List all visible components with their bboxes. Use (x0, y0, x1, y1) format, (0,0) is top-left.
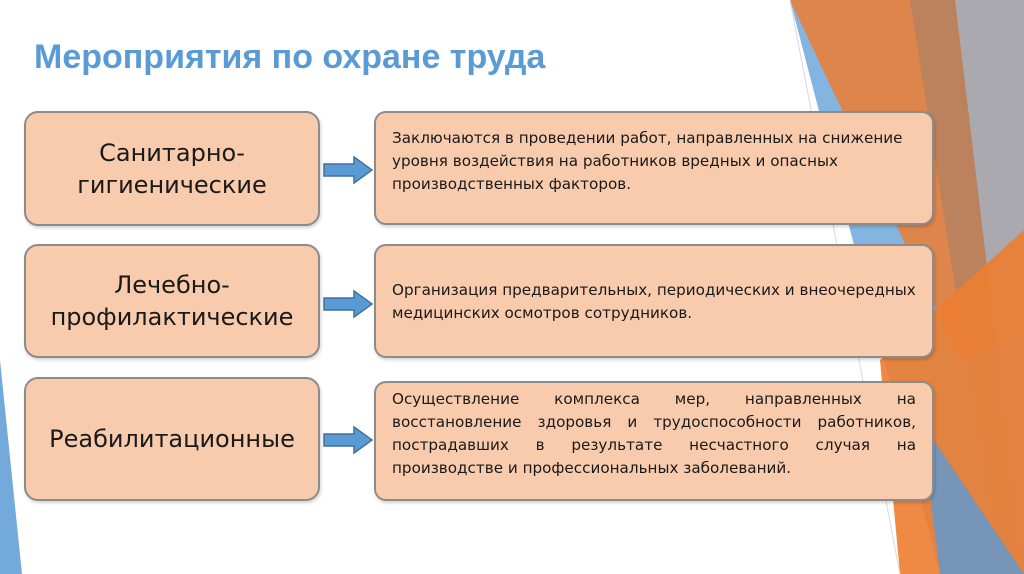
description-box-rehabilitation: Осуществление комплекса мер, направленны… (374, 381, 934, 501)
description-text: Организация предварительных, периодическ… (392, 281, 916, 322)
slide-title: Мероприятия по охране труда (34, 38, 546, 76)
description-text: Осуществление комплекса мер, направленны… (392, 390, 916, 477)
category-label: Санитарно- гигиенические (77, 138, 267, 199)
description-box-sanitary: Заключаются в проведении работ, направле… (374, 111, 934, 225)
arrow-right-icon (323, 425, 374, 455)
description-text: Заключаются в проведении работ, направле… (392, 129, 903, 193)
category-box-sanitary: Санитарно- гигиенические (24, 111, 320, 226)
category-label: Лечебно- профилактические (50, 271, 294, 331)
category-label: Реабилитационные (49, 425, 295, 453)
arrow-right-icon (323, 155, 374, 185)
arrow-right-icon (323, 289, 374, 319)
description-box-medical: Организация предварительных, периодическ… (374, 244, 934, 358)
category-box-medical: Лечебно- профилактические (24, 244, 320, 358)
category-box-rehabilitation: Реабилитационные (24, 377, 320, 501)
